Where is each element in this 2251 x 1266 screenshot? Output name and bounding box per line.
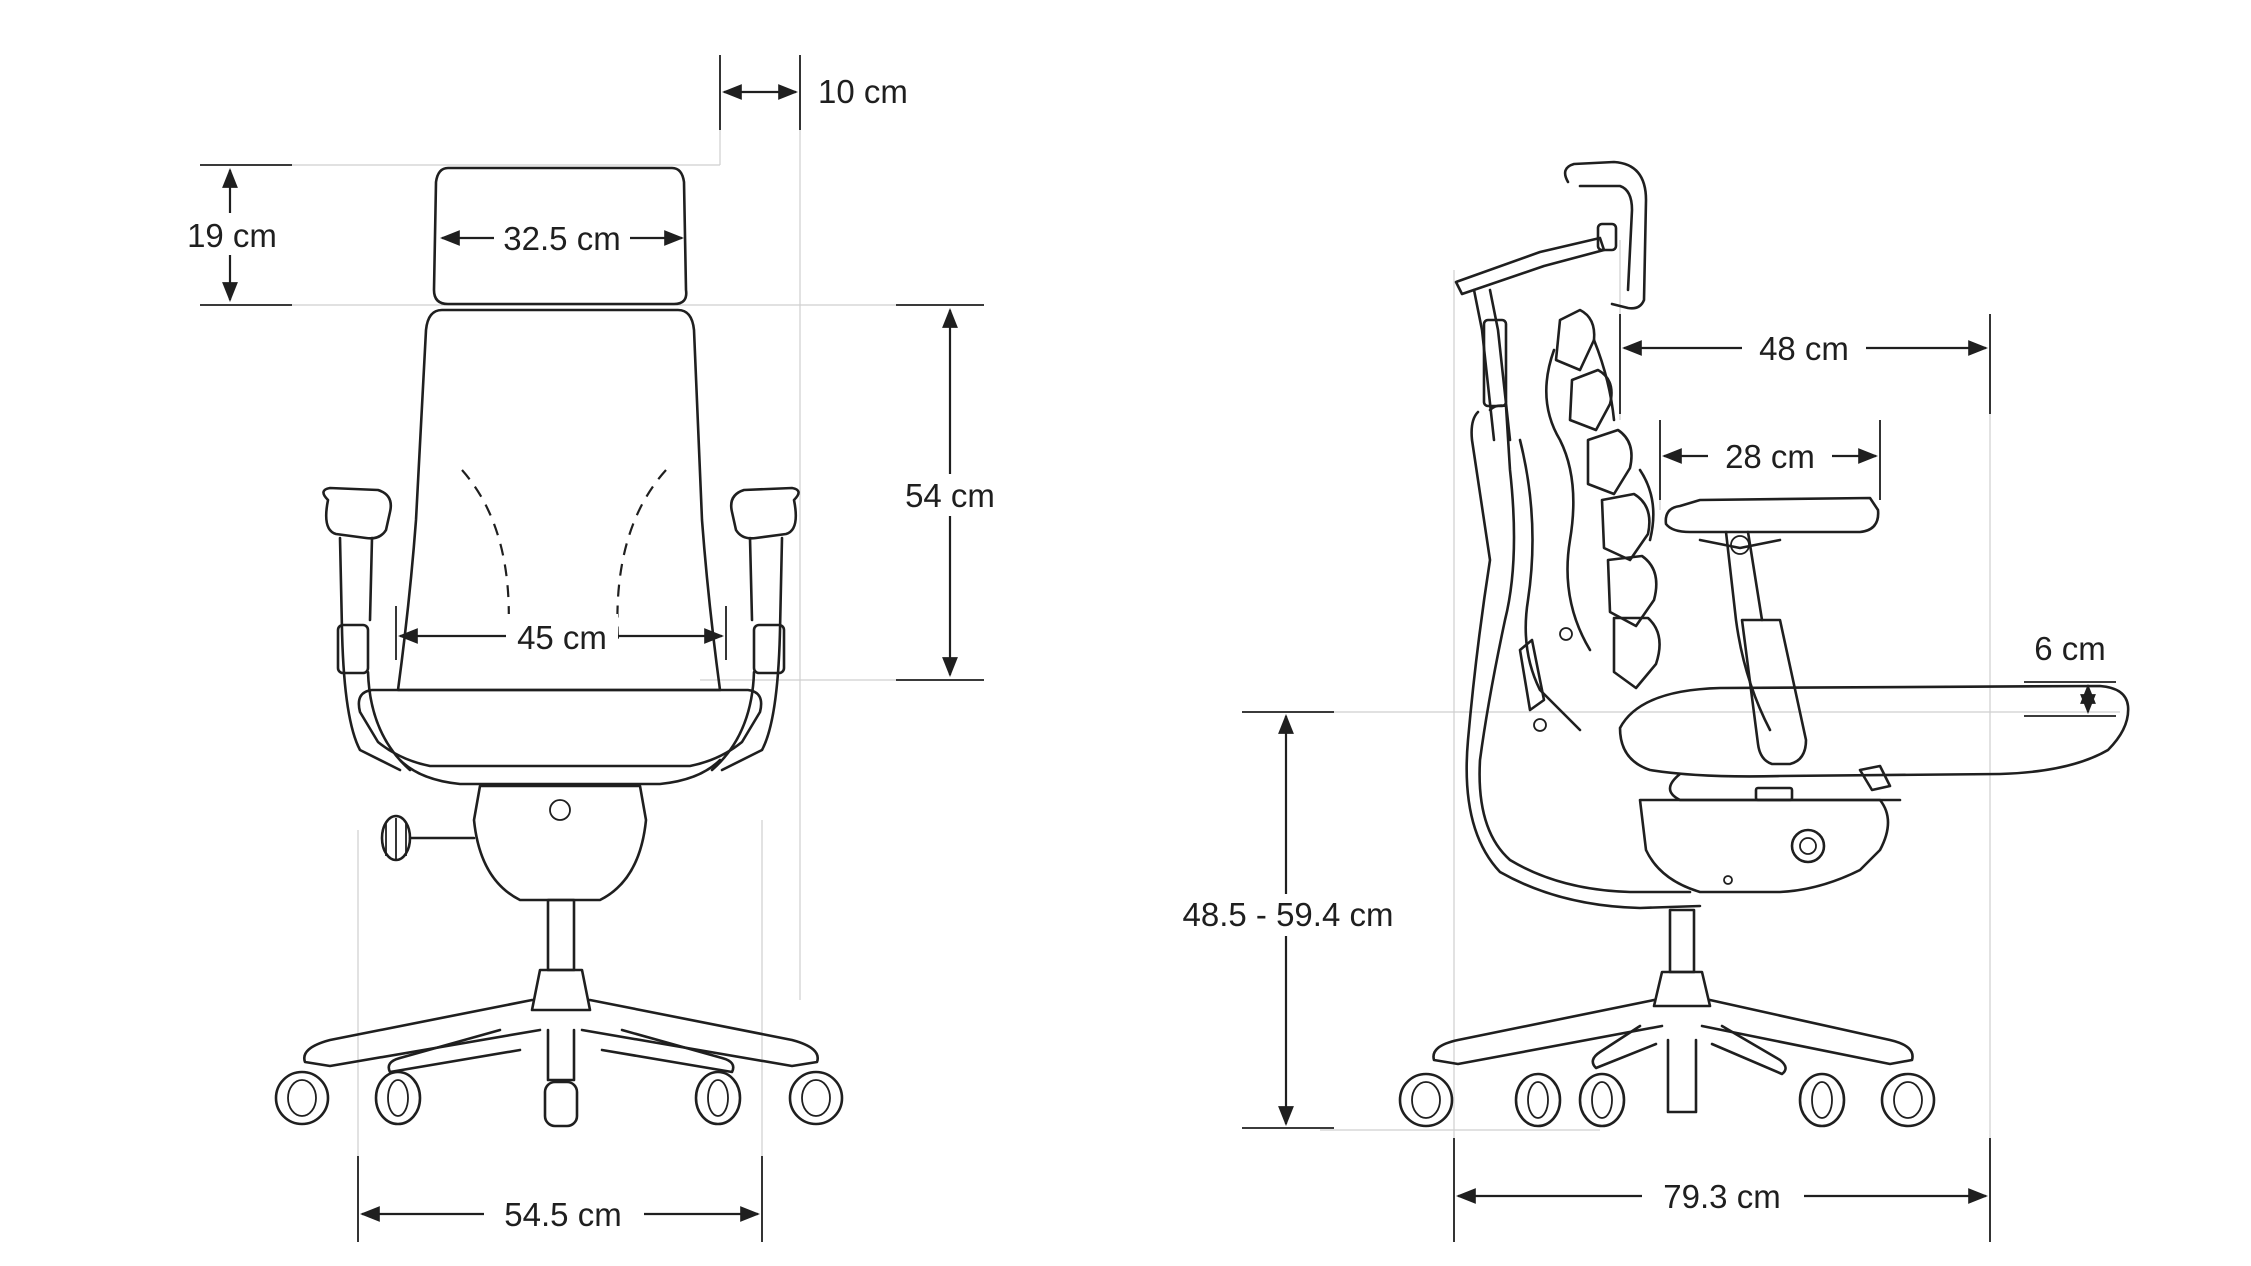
label-headrest-height: 19 cm xyxy=(187,217,277,254)
label-seat-height: 48.5 - 59.4 cm xyxy=(1183,896,1394,933)
label-seat-thickness: 6 cm xyxy=(2034,630,2106,667)
front-mechanism xyxy=(472,784,648,902)
side-base xyxy=(1432,998,1914,1114)
side-gas-column xyxy=(1668,908,1696,974)
side-seat xyxy=(1618,684,2130,778)
front-right-armrest xyxy=(729,486,800,540)
side-headrest xyxy=(1563,160,1648,310)
label-armrest-length: 28 cm xyxy=(1725,438,1815,475)
dim-seat-height: 48.5 - 59.4 cm xyxy=(1160,711,1416,1129)
side-lumbar-spine xyxy=(1545,308,1661,690)
side-casters xyxy=(1398,1072,1936,1128)
dim-base-width: 54.5 cm xyxy=(357,1156,763,1242)
front-headrest xyxy=(432,166,688,306)
label-seat-depth: 48 cm xyxy=(1759,330,1849,367)
dim-seat-depth: 48 cm xyxy=(1619,314,1991,414)
front-base xyxy=(303,998,819,1082)
label-base-width: 54.5 cm xyxy=(504,1196,621,1233)
label-overall-depth: 79.3 cm xyxy=(1663,1178,1780,1215)
side-headrest-arm xyxy=(1454,236,1606,296)
front-seat xyxy=(357,688,763,768)
dim-armrest-length: 28 cm xyxy=(1659,420,1881,500)
dim-headrest-offset: 10 cm xyxy=(719,55,908,130)
label-headrest-offset: 10 cm xyxy=(818,73,908,110)
label-seat-width: 45 cm xyxy=(517,619,607,656)
dim-overall-depth: 79.3 cm xyxy=(1453,1138,1991,1242)
front-left-armrest xyxy=(322,486,393,540)
front-gas-column xyxy=(546,898,576,972)
dim-headrest-height: 19 cm xyxy=(178,164,292,306)
dim-seat-width: 45 cm xyxy=(395,606,727,660)
side-mechanism xyxy=(1638,798,1890,894)
label-backrest-height: 54 cm xyxy=(905,477,995,514)
dim-backrest-height: 54 cm xyxy=(895,304,1005,681)
side-view-chair xyxy=(1320,160,2130,1240)
side-armrest xyxy=(1664,496,1880,534)
label-headrest-width: 32.5 cm xyxy=(503,220,620,257)
front-casters xyxy=(274,1070,844,1128)
side-backrest xyxy=(1478,404,1692,894)
dim-seat-thickness: 6 cm xyxy=(2024,630,2116,717)
dim-headrest-width: 32.5 cm xyxy=(440,218,684,258)
front-view-chair xyxy=(205,60,980,1240)
